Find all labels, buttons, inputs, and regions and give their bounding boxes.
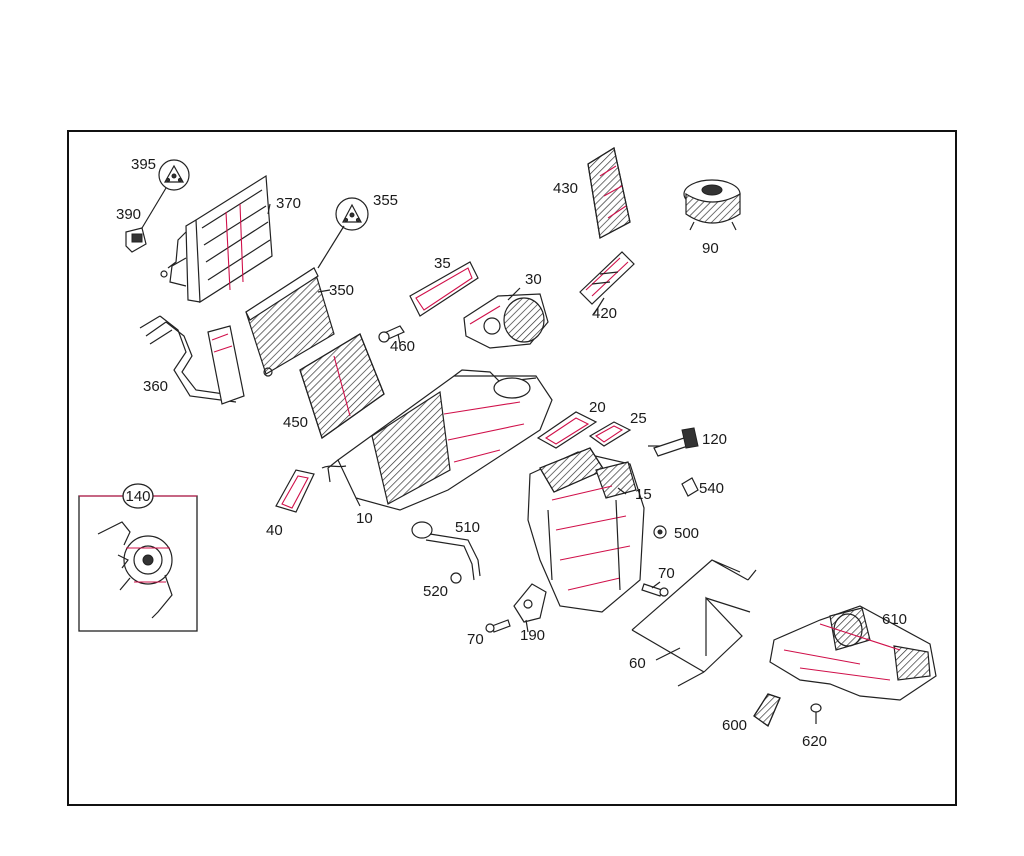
part-430-cabin-filter: [587, 147, 631, 239]
callout-395: 395: [131, 156, 156, 173]
callout-540: 540: [699, 480, 724, 497]
part-70-screw-lower: [485, 619, 511, 633]
part-25-gasket: [588, 421, 632, 447]
part-360-pipes: [139, 315, 245, 405]
callout-360: 360: [143, 378, 168, 395]
callout-430: 430: [553, 180, 578, 197]
callout-25: 25: [630, 410, 647, 427]
part-610-duct: [769, 605, 937, 701]
callout-350: 350: [329, 282, 354, 299]
part-20-gasket: [536, 411, 598, 449]
callout-40: 40: [266, 522, 283, 539]
part-620-bolt: [810, 703, 822, 724]
part-540-cap: [681, 477, 699, 497]
part-60-wiring: [631, 559, 757, 687]
part-600-vent: [753, 693, 781, 727]
callout-35: 35: [434, 255, 451, 272]
callout-30: 30: [525, 271, 542, 288]
callout-600: 600: [722, 717, 747, 734]
part-15-lower-housing: [527, 447, 645, 613]
callout-70-upper: 70: [658, 565, 675, 582]
part-70-screw-upper: [641, 583, 669, 597]
callout-15: 15: [635, 486, 652, 503]
callout-60: 60: [629, 655, 646, 672]
callout-120: 120: [702, 431, 727, 448]
part-450-filter: [299, 333, 385, 439]
part-370-heater-core: [160, 174, 273, 304]
leader-lines: [267, 203, 661, 633]
part-190-actuator: [513, 583, 547, 623]
callout-355: 355: [373, 192, 398, 209]
callout-420: 420: [592, 305, 617, 322]
callout-510: 510: [455, 519, 480, 536]
part-390-sensor: [125, 227, 147, 253]
part-90-blower-motor: [683, 179, 741, 231]
part-10-main-housing: [321, 369, 553, 511]
callout-70-lower: 70: [467, 631, 484, 648]
callout-labels: 395 390 370 355 350 360 450 460 35 30 43…: [116, 156, 907, 750]
callout-610: 610: [882, 611, 907, 628]
inset-140-label: 140: [125, 488, 150, 505]
inset-140-box: 140: [78, 483, 198, 632]
callout-620: 620: [802, 733, 827, 750]
part-420-grille: [579, 251, 635, 305]
callout-500: 500: [674, 525, 699, 542]
callout-10: 10: [356, 510, 373, 527]
part-40-filter: [275, 469, 315, 513]
callout-460: 460: [390, 338, 415, 355]
part-520-nut: [450, 572, 462, 584]
callout-390: 390: [116, 206, 141, 223]
part-120-sensor: [653, 427, 699, 457]
callout-90: 90: [702, 240, 719, 257]
part-500-clip: [653, 525, 667, 539]
part-35-gasket: [409, 261, 479, 317]
part-30-blower-housing: [463, 293, 549, 349]
callout-450: 450: [283, 414, 308, 431]
part-460-pin: [378, 325, 405, 343]
part-355-bracket: [317, 197, 369, 269]
part-350-evaporator: [245, 267, 335, 377]
actuator-140: [97, 521, 173, 619]
callout-190: 190: [520, 627, 545, 644]
callout-520: 520: [423, 583, 448, 600]
part-510-hose: [411, 521, 481, 581]
callout-20: 20: [589, 399, 606, 416]
part-395-bracket: [141, 159, 190, 229]
diagram-frame: [67, 130, 957, 806]
callout-370: 370: [276, 195, 301, 212]
